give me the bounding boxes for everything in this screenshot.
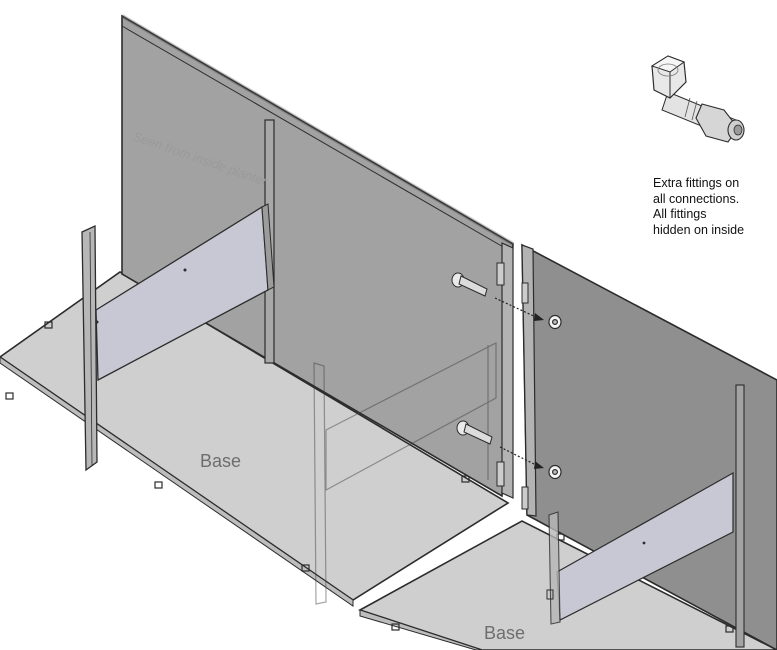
bolt-and-nut-icon xyxy=(650,55,745,143)
fittings-note-line: all connections. xyxy=(653,191,740,206)
bolt-icon xyxy=(456,420,493,445)
connection-holes xyxy=(548,314,562,480)
left-base-tabs xyxy=(5,321,470,572)
fittings-note-line: hidden on inside xyxy=(653,222,745,237)
ghost-frame-left xyxy=(313,342,497,605)
left-module: Base Seen from inside planter xyxy=(0,14,515,607)
bolt-icon xyxy=(451,272,488,297)
right-module: Base xyxy=(357,243,777,650)
right-base-label: Base xyxy=(484,623,525,643)
fittings-note-line: All fittings xyxy=(653,207,707,221)
left-base-label: Base xyxy=(200,451,241,471)
left-back-panel xyxy=(121,14,514,498)
left-bracket-bottom xyxy=(496,461,505,487)
fittings-note: Extra fittings on all connections. All f… xyxy=(653,176,773,238)
left-end-upright xyxy=(501,242,514,499)
arrow-bottom xyxy=(499,446,539,467)
left-bracket-top xyxy=(496,262,505,286)
right-center-upright xyxy=(735,384,745,648)
fittings-note-line: Extra fittings on xyxy=(653,176,740,190)
left-front-post xyxy=(81,224,98,472)
connection-bolts xyxy=(451,272,544,469)
